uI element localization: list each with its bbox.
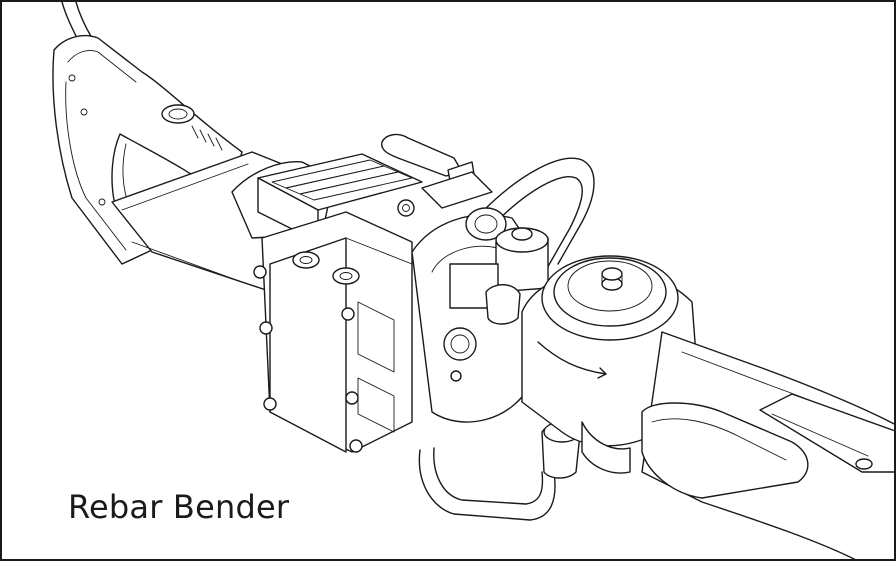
rear-handle <box>52 34 243 265</box>
gearbox-cover <box>253 211 413 453</box>
power-cord <box>61 2 93 41</box>
illustration-caption: Rebar Bender <box>68 488 290 526</box>
clamp-lever <box>381 133 493 217</box>
gear-housing <box>411 207 549 423</box>
front-arm <box>641 331 894 559</box>
